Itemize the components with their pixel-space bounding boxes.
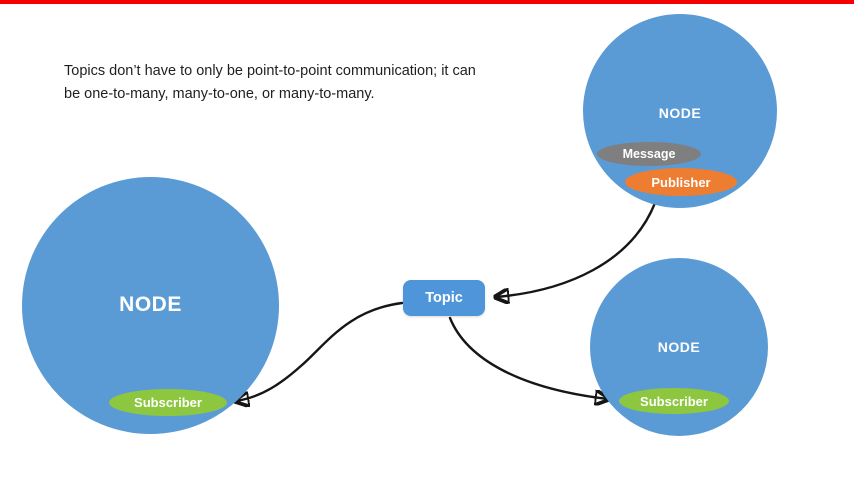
- subscriber-pill: Subscriber: [619, 388, 729, 414]
- caption-text: Topics don’t have to only be point-to-po…: [64, 63, 476, 103]
- subscriber-pill: Subscriber: [109, 389, 227, 416]
- publisher-pill: Publisher: [625, 168, 737, 196]
- node-label: NODE: [658, 105, 702, 121]
- node-circle-left: NODE Subscriber: [22, 177, 279, 434]
- arrow-topic-to-right-subscriber: [448, 316, 608, 399]
- node-circle-top-right: NODE Message Publisher: [583, 14, 777, 208]
- node-label: NODE: [657, 339, 701, 355]
- node-circle-bottom-right: NODE Subscriber: [590, 258, 768, 436]
- topic-box: Topic: [403, 280, 485, 316]
- message-pill: Message: [597, 142, 701, 166]
- node-label: NODE: [119, 292, 182, 316]
- top-red-bar: [0, 0, 854, 4]
